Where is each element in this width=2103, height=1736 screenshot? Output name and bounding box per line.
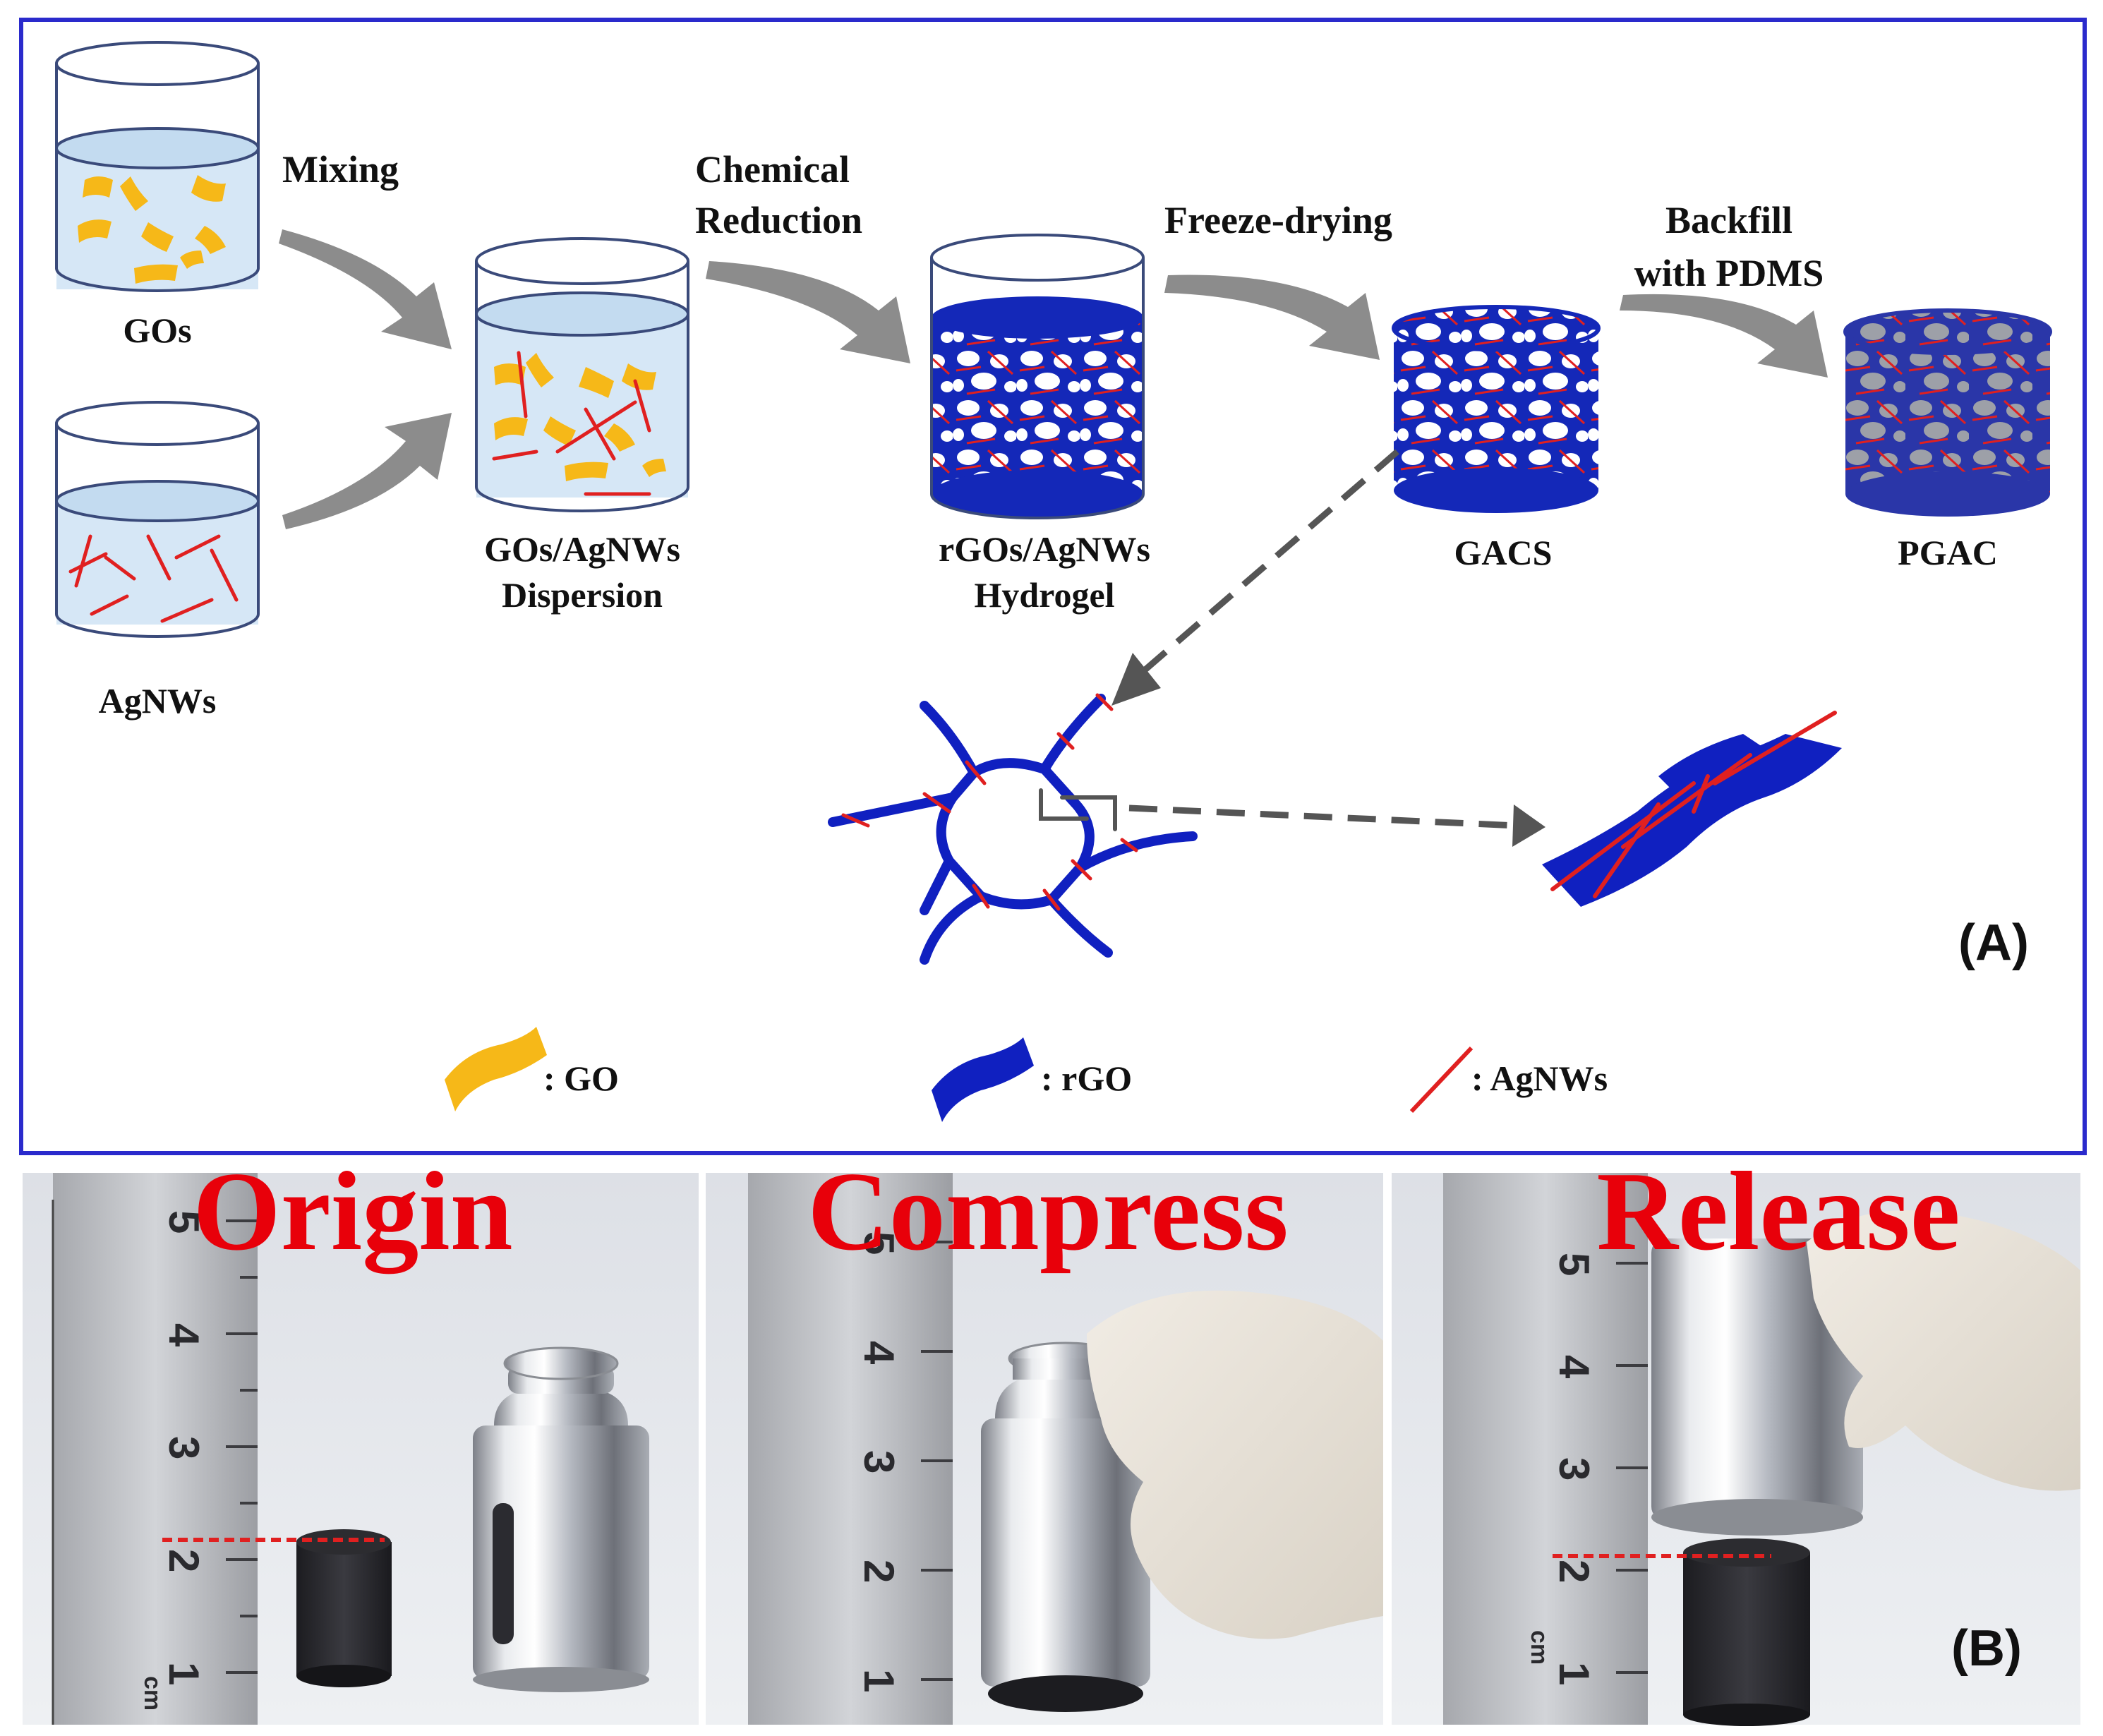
- beaker-hydrogel: rGOs/AgNWs Hydrogel: [930, 234, 1150, 615]
- ruler-origin-4: 4: [160, 1323, 207, 1347]
- step-freeze-drying: Freeze-drying: [1164, 199, 1392, 241]
- ruler-compress-2: 2: [855, 1560, 903, 1583]
- beaker-agnws: AgNWs: [55, 401, 260, 721]
- legend-go-label: : GO: [543, 1059, 619, 1098]
- sample-gacs: GACS: [1392, 305, 1601, 572]
- legend-agnws-icon: [1409, 1046, 1474, 1114]
- arrow-backfill: [1620, 294, 1828, 378]
- ruler-release-3: 3: [1550, 1457, 1598, 1481]
- ruler-compress-4: 4: [855, 1341, 903, 1365]
- weight-compress: [981, 1342, 1150, 1712]
- legend-rgo-label: : rGO: [1041, 1059, 1132, 1098]
- caption-release: Release: [1596, 1148, 1960, 1274]
- label-gos: GOs: [123, 311, 191, 350]
- panel-a-frame: [19, 18, 2087, 1155]
- ruler-release: [1443, 1173, 1648, 1725]
- ruler-origin-2: 2: [160, 1549, 207, 1572]
- zoom-arrow-to-strand: [1128, 804, 1518, 829]
- ruler-origin-3: 3: [160, 1436, 207, 1459]
- beaker-dispersion: GOs/AgNWs Dispersion: [475, 237, 689, 615]
- foam-release: [1683, 1553, 1810, 1715]
- legend-go-icon: [445, 1027, 547, 1111]
- panel-a-label: (A): [1958, 915, 2029, 971]
- panel-b-label: (B): [1951, 1620, 2022, 1677]
- step-backfill-2: with PDMS: [1634, 252, 1824, 294]
- caption-compress: Compress: [807, 1148, 1288, 1274]
- foam-origin: [296, 1542, 392, 1676]
- label-pgac: PGAC: [1898, 533, 1998, 572]
- weight-origin: [473, 1346, 649, 1692]
- zoom-arrowhead-2: [1512, 804, 1545, 847]
- photo-compress: 5 4 3 2 1 Compress: [706, 1148, 1383, 1725]
- label-hydrogel-2: Hydrogel: [974, 575, 1114, 615]
- label-gacs: GACS: [1454, 533, 1553, 572]
- label-dispersion-2: Dispersion: [502, 575, 663, 615]
- label-dispersion-1: GOs/AgNWs: [484, 529, 680, 569]
- zoom-arrow-to-network: [1134, 449, 1399, 680]
- ruler-origin-ticks: [226, 1219, 258, 1674]
- caption-origin: Origin: [193, 1148, 512, 1274]
- ruler-release-2: 2: [1550, 1560, 1598, 1583]
- ruler-compress-ticks: [921, 1241, 953, 1681]
- arrow-reduction: [706, 261, 910, 363]
- glove-compress: [1087, 1290, 1383, 1639]
- label-hydrogel-1: rGOs/AgNWs: [939, 529, 1150, 569]
- ruler-origin-5: 5: [160, 1210, 207, 1234]
- ruler-compress-1: 1: [855, 1669, 903, 1692]
- legend: : GO : rGO : AgNWs: [445, 1027, 1608, 1122]
- ruler-compress: [748, 1173, 953, 1725]
- ruler-release-ticks: [1616, 1262, 1648, 1674]
- ruler-compress-5: 5: [855, 1231, 903, 1255]
- ruler-release-5: 5: [1550, 1253, 1598, 1276]
- step-backfill-1: Backfill: [1665, 199, 1792, 241]
- step-mixing: Mixing: [282, 148, 399, 191]
- legend-rgo-icon: [932, 1037, 1034, 1122]
- arrow-mixing: [279, 229, 452, 529]
- weight-release: [1651, 1238, 1863, 1536]
- sample-pgac: PGAC: [1843, 308, 2052, 572]
- glove-release: [1807, 1210, 2080, 1491]
- step-chemical-1: Chemical: [695, 148, 850, 191]
- ruler-origin-1: 1: [160, 1662, 207, 1685]
- ruler-release-1: 1: [1550, 1662, 1598, 1685]
- photo-origin: 5 4 3 2 1 cm Origin: [23, 1148, 699, 1725]
- zoom-arrowhead-1: [1111, 653, 1161, 706]
- rgo-strand: [1542, 711, 1842, 907]
- ruler-release-4: 4: [1550, 1355, 1598, 1379]
- ruler-origin-unit: cm: [139, 1676, 166, 1711]
- arrow-freeze-drying: [1164, 275, 1380, 360]
- step-chemical-2: Reduction: [695, 199, 862, 241]
- photo-release: 5 4 3 2 1 cm Release: [1392, 1148, 2080, 1726]
- ruler-origin: [53, 1173, 258, 1725]
- honeycomb-network: [828, 693, 1198, 965]
- beaker-gos: GOs: [55, 41, 260, 350]
- ruler-compress-3: 3: [855, 1450, 903, 1473]
- legend-agnws-label: : AgNWs: [1471, 1059, 1608, 1098]
- label-agnws: AgNWs: [99, 681, 217, 721]
- ruler-release-unit: cm: [1526, 1630, 1553, 1665]
